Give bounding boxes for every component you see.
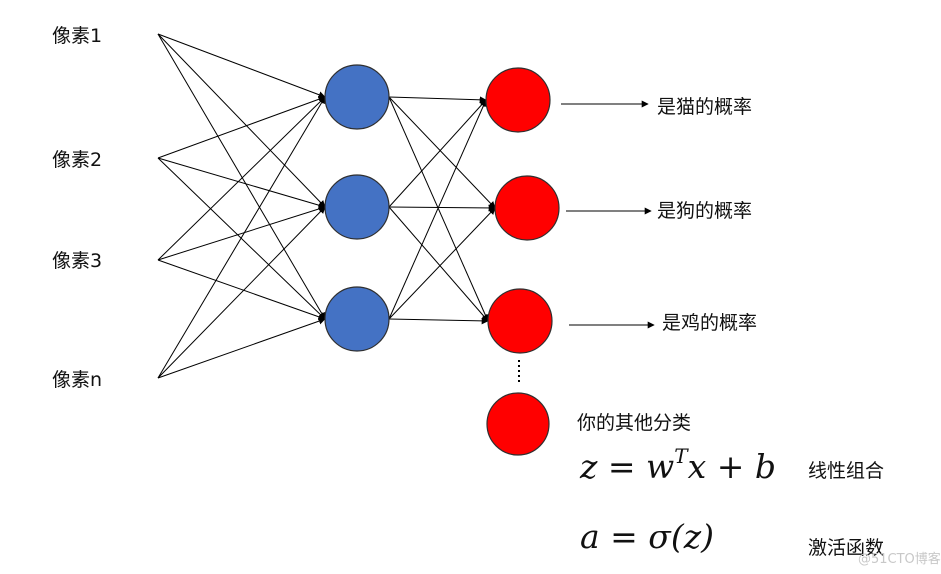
edge-hidden-3-output-2: [388, 207, 496, 320]
hidden-node-2: [324, 174, 390, 240]
output-node-3: [487, 288, 553, 354]
output-node-1: [485, 67, 551, 133]
linear-formula: z = wTx + b: [580, 446, 777, 486]
edge-hidden-3-output-3: [388, 317, 489, 325]
hidden-node-3: [324, 286, 390, 352]
edge-hidden-1-output-3: [388, 96, 489, 322]
formula-w: w: [646, 447, 675, 486]
hidden-node-1: [324, 64, 390, 130]
output-node-extra: [486, 392, 550, 456]
input-label-pixel-1: 像素1: [52, 25, 103, 47]
input-label-pixel-3: 像素3: [52, 250, 103, 272]
formula-x: x: [687, 447, 707, 486]
edges: [157, 33, 655, 384]
edge-input-4-hidden-1: [157, 96, 326, 379]
output-label-cat: 是猫的概率: [657, 96, 753, 118]
edge-input-2-hidden-3: [157, 157, 326, 320]
edge-hidden-3-output-1: [388, 99, 487, 320]
nodes: [324, 64, 560, 456]
edge-input-4-hidden-3: [157, 317, 326, 379]
edge-input-4-hidden-2: [157, 206, 326, 379]
edge-hidden-1-output-2: [388, 96, 496, 209]
edge-hidden-2-output-3: [388, 206, 489, 322]
input-label-pixel-2: 像素2: [52, 149, 103, 171]
watermark: @51CTO博客: [858, 552, 941, 567]
edge-input-2-hidden-1: [157, 95, 326, 159]
output-label-dog: 是狗的概率: [657, 200, 753, 222]
formula-plus: +: [706, 447, 755, 486]
activation-formula-label: 激活函数: [808, 537, 885, 559]
edge-input-1-hidden-2: [157, 33, 326, 208]
formula-equals: =: [597, 447, 647, 486]
edge-input-3-hidden-2: [157, 205, 326, 261]
edge-input-3-hidden-3: [157, 259, 326, 321]
edge-input-3-hidden-1: [157, 96, 326, 261]
edge-input-1-hidden-1: [157, 33, 326, 99]
formula-transpose: T: [674, 444, 688, 468]
output-label-chicken: 是鸡的概率: [662, 312, 758, 334]
edge-hidden-2-output-1: [388, 99, 487, 208]
formula-z: z: [580, 447, 598, 486]
input-label-pixel-n: 像素n: [52, 369, 103, 391]
edge-hidden-2-output-2: [388, 204, 496, 212]
edge-input-2-hidden-2: [157, 157, 326, 209]
output-node-2: [494, 175, 560, 241]
activation-formula: a = σ(z): [580, 517, 714, 556]
linear-formula-label: 线性组合: [808, 460, 885, 482]
formula-b: b: [754, 447, 777, 486]
edge-hidden-1-output-1: [388, 96, 487, 104]
edge-input-1-hidden-3: [157, 33, 326, 320]
extra-class-label: 你的其他分类: [577, 412, 692, 434]
